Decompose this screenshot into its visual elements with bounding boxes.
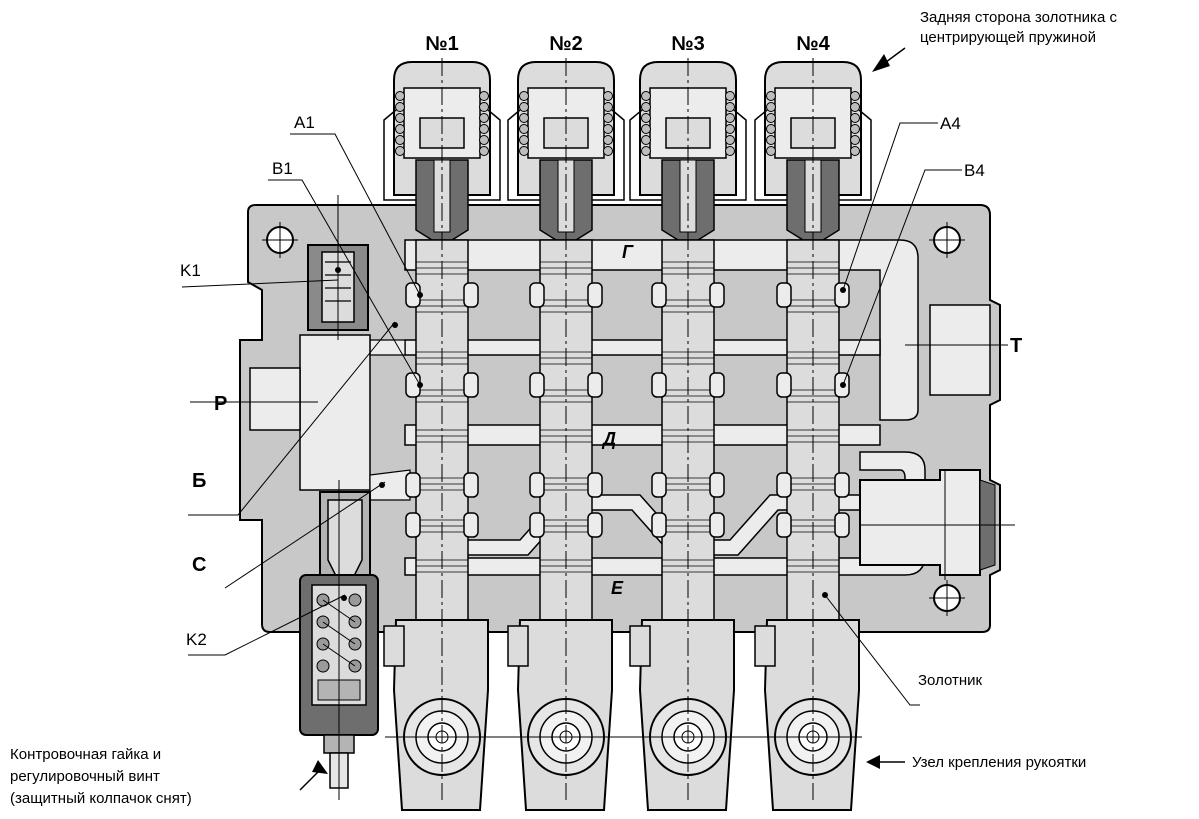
section-number-labels: №1 №2 №3 №4 <box>425 33 830 55</box>
spring-coil <box>850 135 860 145</box>
handle-mount-label: Узел крепления рукоятки <box>912 754 1086 771</box>
spring-coil <box>479 91 489 101</box>
back-side-label-line2: центрирующей пружиной <box>920 29 1096 46</box>
spool-section <box>383 58 501 811</box>
spring-coil <box>603 102 613 112</box>
spring-coil <box>766 102 776 112</box>
mount-hole <box>929 580 965 616</box>
check-valve-k1 <box>307 195 369 340</box>
leader-lines <box>181 122 1008 706</box>
spring-coil <box>850 113 860 123</box>
spring-coil <box>850 102 860 112</box>
section-label: №3 <box>671 33 704 55</box>
spring-coil <box>725 135 735 145</box>
spring-coil <box>766 124 776 134</box>
mount-hole <box>929 222 965 258</box>
channel-e-label: Е <box>611 578 624 598</box>
spool-section <box>507 58 625 811</box>
label-k1: K1 <box>180 261 201 280</box>
label-b1: B1 <box>272 159 293 178</box>
locknut-label-line1: Контровочная гайка и <box>10 746 161 763</box>
spring-coil <box>766 91 776 101</box>
spring-coil <box>766 146 776 156</box>
spring-coil <box>641 135 651 145</box>
spring-coil <box>519 113 529 123</box>
spring-coil <box>641 102 651 112</box>
section-label: №4 <box>796 33 830 55</box>
spring-coil <box>395 102 405 112</box>
spring-coil <box>641 91 651 101</box>
spring-coil <box>603 113 613 123</box>
spring-coil <box>850 124 860 134</box>
label-c: C <box>192 554 206 576</box>
text-labels: Задняя сторона золотника с центрирующей … <box>10 9 1117 807</box>
spring-coil <box>479 124 489 134</box>
label-dots <box>335 267 846 601</box>
spring-coil <box>395 124 405 134</box>
spring-coil <box>766 135 776 145</box>
spring-coil <box>850 91 860 101</box>
spring-coil <box>850 146 860 156</box>
spring-coil <box>479 146 489 156</box>
relief-valve-k2 <box>299 480 379 800</box>
spool-section <box>754 58 872 811</box>
section-label: №2 <box>549 33 582 55</box>
spring-coil <box>641 124 651 134</box>
spring-coil <box>395 91 405 101</box>
port-t-label: T <box>1010 335 1022 357</box>
spring-coil <box>519 102 529 112</box>
spring-coil <box>641 113 651 123</box>
spring-coil <box>725 113 735 123</box>
spring-coil <box>479 113 489 123</box>
spring-coil <box>395 113 405 123</box>
spring-coil <box>395 135 405 145</box>
port-p-label: P <box>214 393 227 415</box>
spring-coil <box>519 135 529 145</box>
locknut-label-line3: (защитный колпачок снят) <box>10 790 192 807</box>
label-b-cyr: Б <box>192 470 206 492</box>
channel-g-label: Г <box>622 242 634 262</box>
spring-coil <box>519 124 529 134</box>
spring-coil <box>395 146 405 156</box>
spool-label: Золотник <box>918 672 983 689</box>
mount-hole <box>262 222 298 258</box>
spool-sections <box>383 58 872 811</box>
spring-coil <box>766 113 776 123</box>
spring-coil <box>479 102 489 112</box>
spring-coil <box>519 91 529 101</box>
spring-coil <box>641 146 651 156</box>
label-a4: A4 <box>940 114 961 133</box>
spring-coil <box>603 124 613 134</box>
spring-coil <box>603 91 613 101</box>
label-a1: A1 <box>294 113 315 132</box>
channel-d-label: Д <box>601 429 616 449</box>
label-b4: B4 <box>964 161 985 180</box>
spring-coil <box>603 146 613 156</box>
spring-coil <box>479 135 489 145</box>
spring-coil <box>725 124 735 134</box>
locknut-label-line2: регулировочный винт <box>10 768 160 785</box>
spring-coil <box>725 146 735 156</box>
label-k2: K2 <box>186 630 207 649</box>
back-side-label-line1: Задняя сторона золотника с <box>920 9 1117 26</box>
arrows <box>299 47 906 791</box>
spring-coil <box>725 91 735 101</box>
spring-coil <box>725 102 735 112</box>
spring-coil <box>519 146 529 156</box>
section-label: №1 <box>425 33 458 55</box>
spring-coil <box>603 135 613 145</box>
